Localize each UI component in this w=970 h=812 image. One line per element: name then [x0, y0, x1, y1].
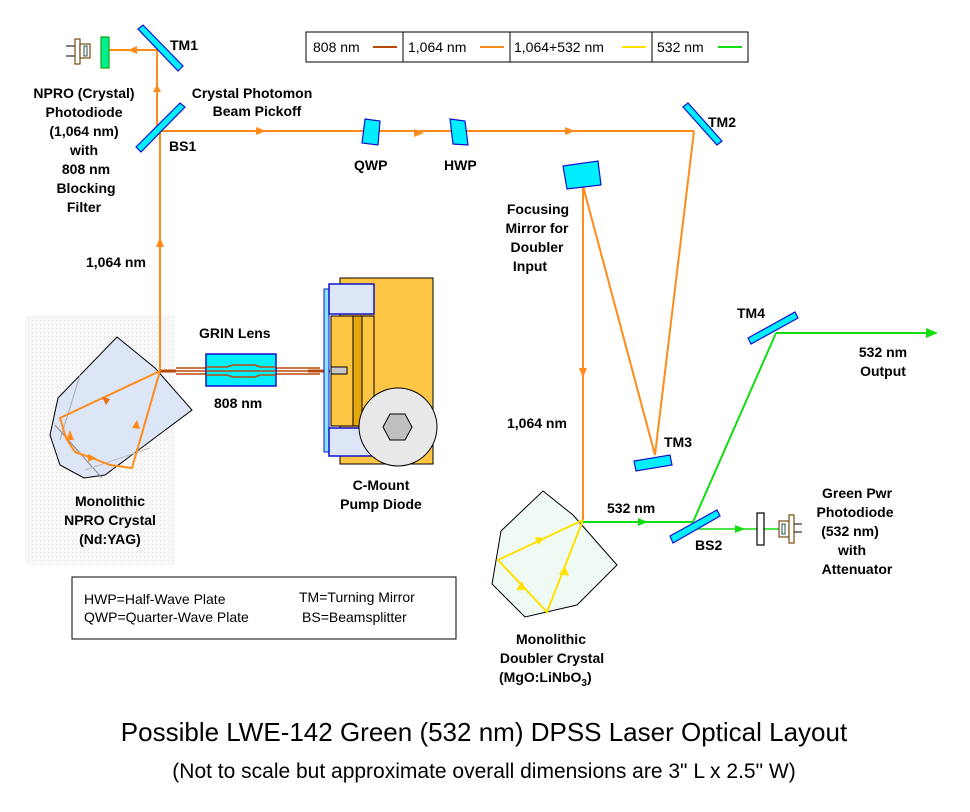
label-bs2: BS2 [695, 537, 722, 553]
beam-532 [583, 328, 938, 533]
svg-text:Crystal Photomon: Crystal Photomon [192, 85, 313, 101]
tm1-mirror [137, 24, 184, 72]
qwp-plate [361, 118, 381, 146]
label-pump-diode: C-Mount Pump Diode [340, 477, 422, 512]
svg-text:Blocking: Blocking [56, 180, 115, 196]
label-pickoff: Crystal Photomon Beam Pickoff [192, 85, 313, 119]
svg-text:QWP=Quarter-Wave Plate: QWP=Quarter-Wave Plate [84, 609, 249, 625]
label-grin-lens: GRIN Lens [199, 325, 271, 341]
legend-label-808: 808 nm [313, 39, 360, 55]
label-tm1: TM1 [170, 37, 198, 53]
beam-1064-vertical [108, 46, 164, 371]
label-808nm: 808 nm [214, 395, 262, 411]
legend-label-1064-532: 1,064+532 nm [514, 39, 604, 55]
label-output: 532 nm Output [859, 344, 907, 379]
svg-text:Output: Output [860, 363, 906, 379]
label-focusing-mirror: Focusing Mirror for Doubler Input [506, 201, 570, 274]
doubler-crystal [491, 490, 618, 618]
svg-text:with: with [837, 542, 866, 558]
svg-text:HWP=Half-Wave Plate: HWP=Half-Wave Plate [84, 591, 226, 607]
hwp-plate [449, 118, 469, 146]
focusing-mirror [562, 160, 602, 190]
label-npro-crystal: Monolithic NPRO Crystal (Nd:YAG) [64, 493, 156, 547]
diagram-subtitle: (Not to scale but approximate overall di… [172, 760, 795, 783]
blocking-filter [100, 36, 110, 69]
label-doubler-crystal: Monolithic Doubler Crystal (MgO:LiNbO3) [499, 631, 604, 689]
svg-text:Input: Input [513, 258, 548, 274]
label-hwp: HWP [444, 157, 477, 173]
svg-text:Pump Diode: Pump Diode [340, 496, 422, 512]
grin-lens [205, 353, 277, 387]
bs2-beamsplitter [669, 509, 721, 544]
npro-photodiode [66, 36, 110, 69]
svg-text:NPRO Crystal: NPRO Crystal [64, 512, 156, 528]
wavelength-legend: 808 nm 1,064 nm 1,064+532 nm 532 nm [305, 31, 749, 63]
label-green-photodiode: Green Pwr Photodiode (532 nm) with Atten… [817, 485, 894, 577]
svg-text:Monolithic: Monolithic [516, 631, 586, 647]
beam-1064-main [160, 127, 695, 520]
svg-text:Filter: Filter [67, 199, 102, 215]
npro-crystal [49, 336, 193, 479]
svg-text:with: with [69, 142, 98, 158]
svg-text:808 nm: 808 nm [62, 161, 110, 177]
tm3-mirror [633, 454, 673, 472]
legend-label-532: 532 nm [657, 39, 704, 55]
label-tm2: TM2 [708, 114, 736, 130]
svg-text:Focusing: Focusing [507, 201, 569, 217]
label-532nm: 532 nm [607, 500, 655, 516]
label-1064nm-right: 1,064 nm [507, 415, 567, 431]
beam-arrow [102, 397, 110, 405]
diagram-title: Possible LWE-142 Green (532 nm) DPSS Las… [121, 717, 848, 747]
label-qwp: QWP [354, 157, 387, 173]
svg-text:BS=Beamsplitter: BS=Beamsplitter [302, 609, 407, 625]
svg-text:Photodiode: Photodiode [46, 104, 123, 120]
svg-text:Mirror for: Mirror for [506, 220, 570, 236]
tm4-mirror [747, 311, 799, 345]
svg-text:NPRO (Crystal): NPRO (Crystal) [33, 85, 134, 101]
bs1-beamsplitter [135, 102, 186, 153]
label-bs1: BS1 [169, 138, 196, 154]
svg-text:Green Pwr: Green Pwr [822, 485, 893, 501]
svg-text:Beam Pickoff: Beam Pickoff [213, 103, 302, 119]
c-mount-pump-diode [323, 277, 438, 467]
svg-text:Photodiode: Photodiode [817, 504, 894, 520]
svg-text:(MgO:LiNbO3): (MgO:LiNbO3) [499, 669, 592, 689]
svg-text:(532 nm): (532 nm) [821, 523, 879, 539]
abbreviations-box: HWP=Half-Wave Plate QWP=Quarter-Wave Pla… [71, 576, 457, 640]
hex-screw-icon [382, 413, 413, 441]
svg-text:TM=Turning Mirror: TM=Turning Mirror [299, 589, 415, 605]
svg-text:Attenuator: Attenuator [822, 561, 893, 577]
svg-text:Doubler Crystal: Doubler Crystal [500, 650, 604, 666]
svg-text:Monolithic: Monolithic [75, 493, 145, 509]
svg-text:(Nd:YAG): (Nd:YAG) [79, 531, 141, 547]
svg-text:Doubler: Doubler [511, 239, 564, 255]
label-tm4: TM4 [737, 305, 765, 321]
legend-label-1064: 1,064 nm [408, 39, 466, 55]
tm2-mirror [682, 102, 723, 146]
svg-text:532 nm: 532 nm [859, 344, 907, 360]
svg-text:(1,064 nm): (1,064 nm) [49, 123, 118, 139]
label-1064nm-left: 1,064 nm [86, 254, 146, 270]
label-npro-photodiode: NPRO (Crystal) Photodiode (1,064 nm) wit… [33, 85, 134, 215]
attenuator [756, 512, 765, 546]
svg-text:C-Mount: C-Mount [353, 477, 410, 493]
green-photodiode [756, 512, 802, 546]
label-tm3: TM3 [664, 434, 692, 450]
